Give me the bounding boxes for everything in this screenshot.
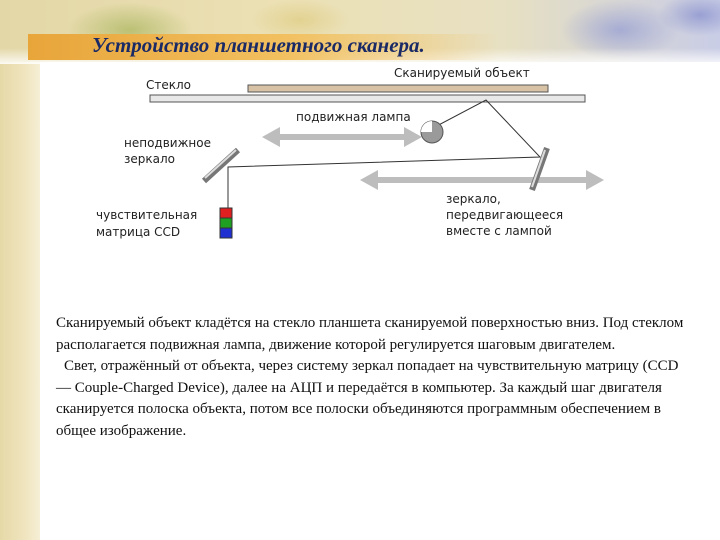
ccd-sensor [219, 207, 233, 239]
scanned-object-label: Сканируемый объект [394, 66, 530, 80]
glass-plate [149, 94, 586, 103]
slide-title: Устройство планшетного сканера. [92, 33, 425, 57]
moving-mirror-label-line2: передвигающееся [446, 208, 563, 222]
ccd-label-line1: чувствительная [96, 208, 197, 222]
moving-mirror-label-line3: вместе с лампой [446, 224, 552, 238]
fixed-mirror-label-line1: неподвижное [124, 136, 211, 150]
fixed-mirror [201, 147, 241, 184]
left-decor-strip [0, 0, 40, 540]
scanned-object [247, 84, 549, 93]
lamp-movement-arrow [262, 127, 422, 147]
ccd-label-line2: матрица CCD [96, 225, 180, 239]
paragraph-1: Сканируемый объект кладётся на стекло пл… [56, 315, 684, 353]
moving-mirror [529, 146, 550, 192]
moving-lamp-label: подвижная лампа [296, 110, 411, 124]
description-text: Сканируемый объект кладётся на стекло пл… [56, 313, 696, 442]
lamp-icon [420, 120, 444, 144]
title-highlight-band [28, 34, 498, 60]
light-path [227, 99, 542, 212]
mirror-movement-arrow [360, 170, 604, 190]
paragraph-2: Свет, отражённый от объекта, через систе… [56, 358, 679, 439]
moving-mirror-label-line1: зеркало, [446, 192, 501, 206]
scanner-diagram: Стекло Сканируемый объект подвижная ламп… [96, 66, 604, 239]
glass-label: Стекло [146, 78, 191, 92]
fixed-mirror-label-line2: зеркало [124, 152, 175, 166]
